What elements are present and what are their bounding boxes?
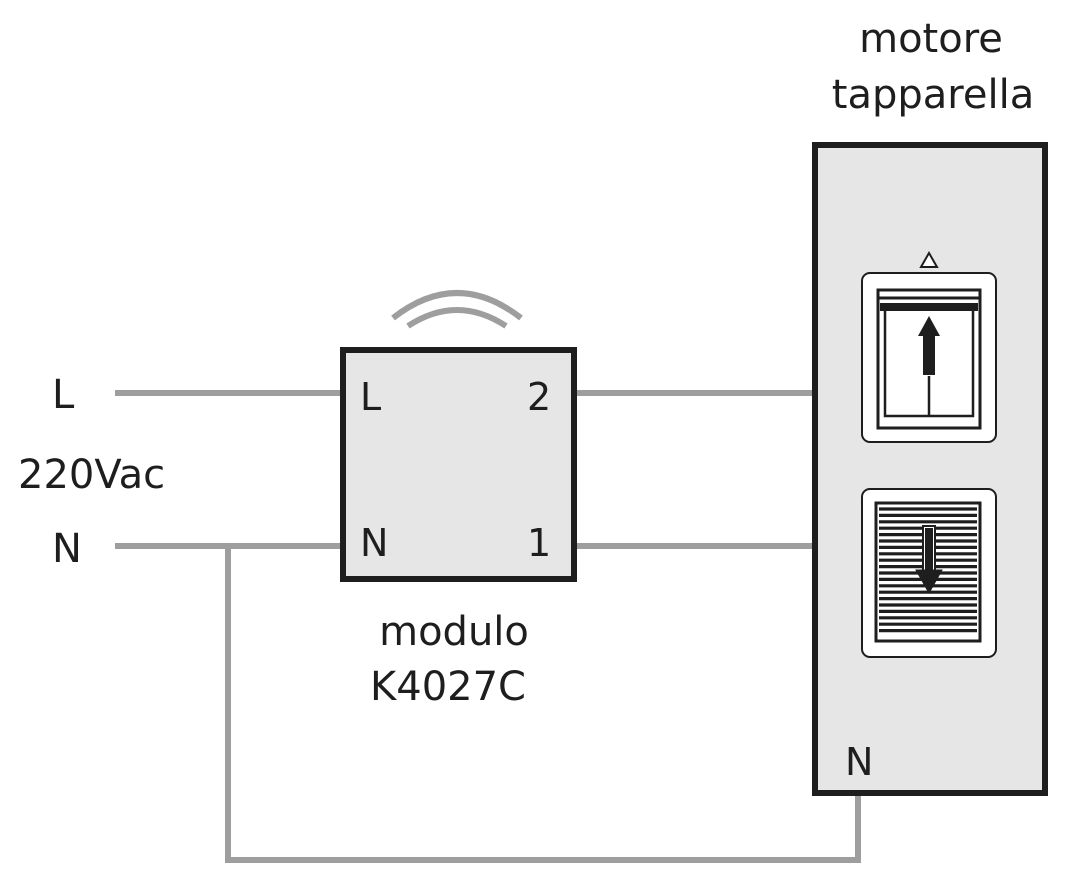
module-terminal-N: N: [360, 521, 388, 565]
shutter-up-button: [861, 272, 997, 443]
wire-neutral-return: [225, 546, 861, 863]
down-arrow-icon: [915, 525, 943, 595]
motor-title-line2: tapparella: [832, 72, 1034, 118]
motor-box: N: [812, 142, 1048, 796]
shutter-down-button: [861, 488, 997, 658]
wireless-signal-icon: [391, 290, 523, 329]
module-title-line1: modulo: [379, 609, 529, 655]
supply-line-label: L: [52, 372, 75, 418]
wires: [115, 390, 861, 863]
module-terminal-2: 2: [527, 375, 551, 419]
module-title-line2: K4027C: [370, 664, 526, 710]
up-arrow-icon: [918, 316, 940, 375]
module-box: L 2 N 1: [340, 347, 577, 582]
motor-title-line1: motore: [859, 16, 1003, 62]
motor-terminal-N: N: [845, 740, 873, 784]
module-terminal-L: L: [360, 375, 381, 419]
supply-neutral-label: N: [52, 526, 82, 572]
module-body: [340, 347, 577, 582]
module-terminal-1: 1: [527, 521, 551, 565]
supply-voltage-label: 220Vac: [18, 452, 165, 498]
motor-body: [812, 142, 1048, 796]
up-triangle-icon: [919, 250, 939, 268]
